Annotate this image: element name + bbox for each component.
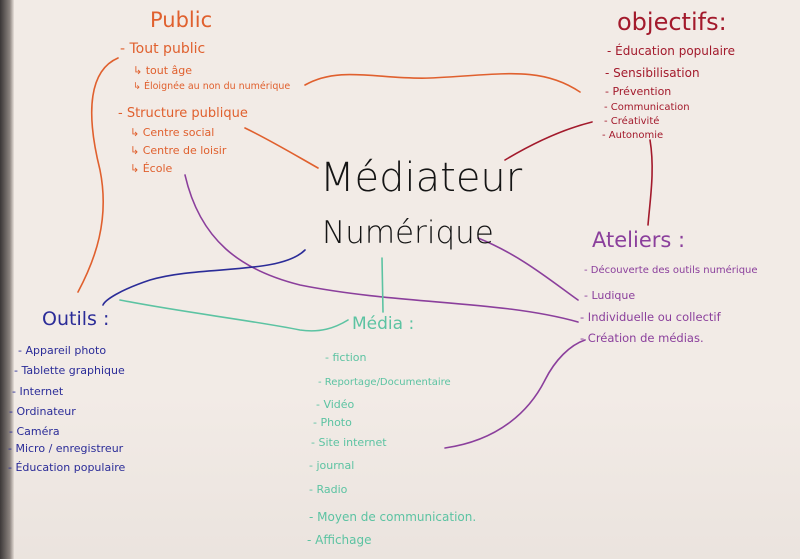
media-item: - Affichage <box>307 533 372 547</box>
media-item: - journal <box>309 459 355 472</box>
link-ateliers-public <box>184 174 579 323</box>
media-item: - Radio <box>309 483 348 496</box>
objectifs-item: - Autonomie <box>602 130 664 141</box>
public-item: ↳ Éloignée au non du numérique <box>133 81 291 92</box>
media-item: - fiction <box>325 351 367 364</box>
objectifs-item: - Créativité <box>604 116 660 127</box>
center-title-line1: Médiateur <box>320 155 523 201</box>
outils-item: - Ordinateur <box>9 405 76 418</box>
paper-shadow <box>0 395 800 559</box>
ateliers-item: - Ludique <box>584 289 636 302</box>
ateliers-title: Ateliers : <box>592 228 686 252</box>
objectifs-item: - Prévention <box>605 85 672 98</box>
public-item: ↳ Centre social <box>130 126 215 139</box>
outils-item: - Caméra <box>9 425 60 438</box>
public-item: ↳ Centre de loisir <box>130 144 227 157</box>
center-title-line2: Numérique <box>322 215 494 251</box>
media-item: - Photo <box>313 416 352 429</box>
outils-item: - Éducation populaire <box>8 461 126 474</box>
link-public-left <box>77 57 119 293</box>
public-item: - Tout public <box>120 41 206 57</box>
public-title: Public <box>150 8 213 32</box>
outils-item: - Tablette graphique <box>14 364 125 377</box>
link-center-ateliers <box>477 237 579 301</box>
outils-title: Outils : <box>42 308 110 330</box>
objectifs-item: - Éducation populaire <box>607 44 735 58</box>
media-item: - Site internet <box>311 436 387 449</box>
ateliers-item: - Découverte des outils numérique <box>584 265 758 276</box>
objectifs-item: - Communication <box>604 102 690 113</box>
link-center-outils <box>102 249 306 306</box>
public-item: ↳ École <box>130 162 173 175</box>
link-public-center <box>244 127 319 169</box>
media-title: Média : <box>352 314 415 334</box>
link-center-media <box>381 257 384 313</box>
outils-item: - Internet <box>12 385 64 398</box>
public-item: - Structure publique <box>118 106 248 121</box>
objectifs-item: - Sensibilisation <box>605 66 700 80</box>
link-objectifs-ateliers <box>647 139 653 226</box>
link-outils-media <box>119 299 349 332</box>
media-item: - Vidéo <box>316 398 355 411</box>
link-public-objectifs <box>304 72 581 93</box>
outils-item: - Micro / enregistreur <box>8 442 124 455</box>
media-item: - Reportage/Documentaire <box>318 377 451 388</box>
public-item: ↳ tout âge <box>133 64 193 77</box>
link-objectifs-center <box>504 121 593 161</box>
ateliers-item: - Individuelle ou collectif <box>580 310 721 324</box>
media-item: - Moyen de communication. <box>309 510 477 524</box>
link-ateliers-media <box>444 339 586 449</box>
ateliers-item: - Création de médias. <box>580 331 704 345</box>
outils-item: - Appareil photo <box>18 344 107 357</box>
objectifs-title: objectifs: <box>617 8 727 36</box>
paper-edge <box>0 0 14 559</box>
